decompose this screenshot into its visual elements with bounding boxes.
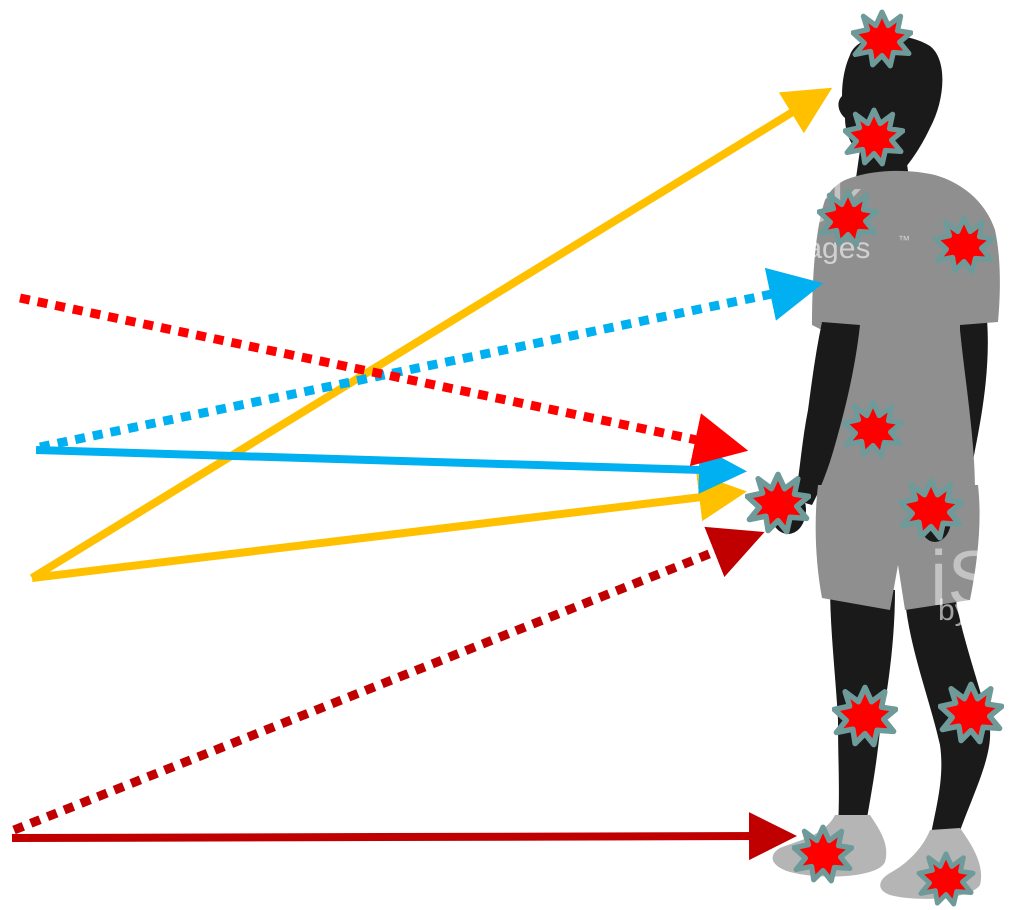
watermark-trademark: ™	[898, 233, 910, 247]
arrow-yellow-to-head	[32, 94, 822, 578]
arrow-yellow-to-hand	[32, 493, 735, 578]
force-arrows	[12, 94, 822, 838]
watermark-brand-by: by Ge	[938, 594, 1018, 627]
arrow-darkred-to-foot	[12, 836, 785, 838]
arrow-darkred-to-hand	[14, 537, 752, 830]
arrow-blue-to-chest	[40, 286, 810, 447]
arrow-blue-to-hand	[36, 450, 735, 471]
figure-silhouette	[770, 36, 1000, 899]
